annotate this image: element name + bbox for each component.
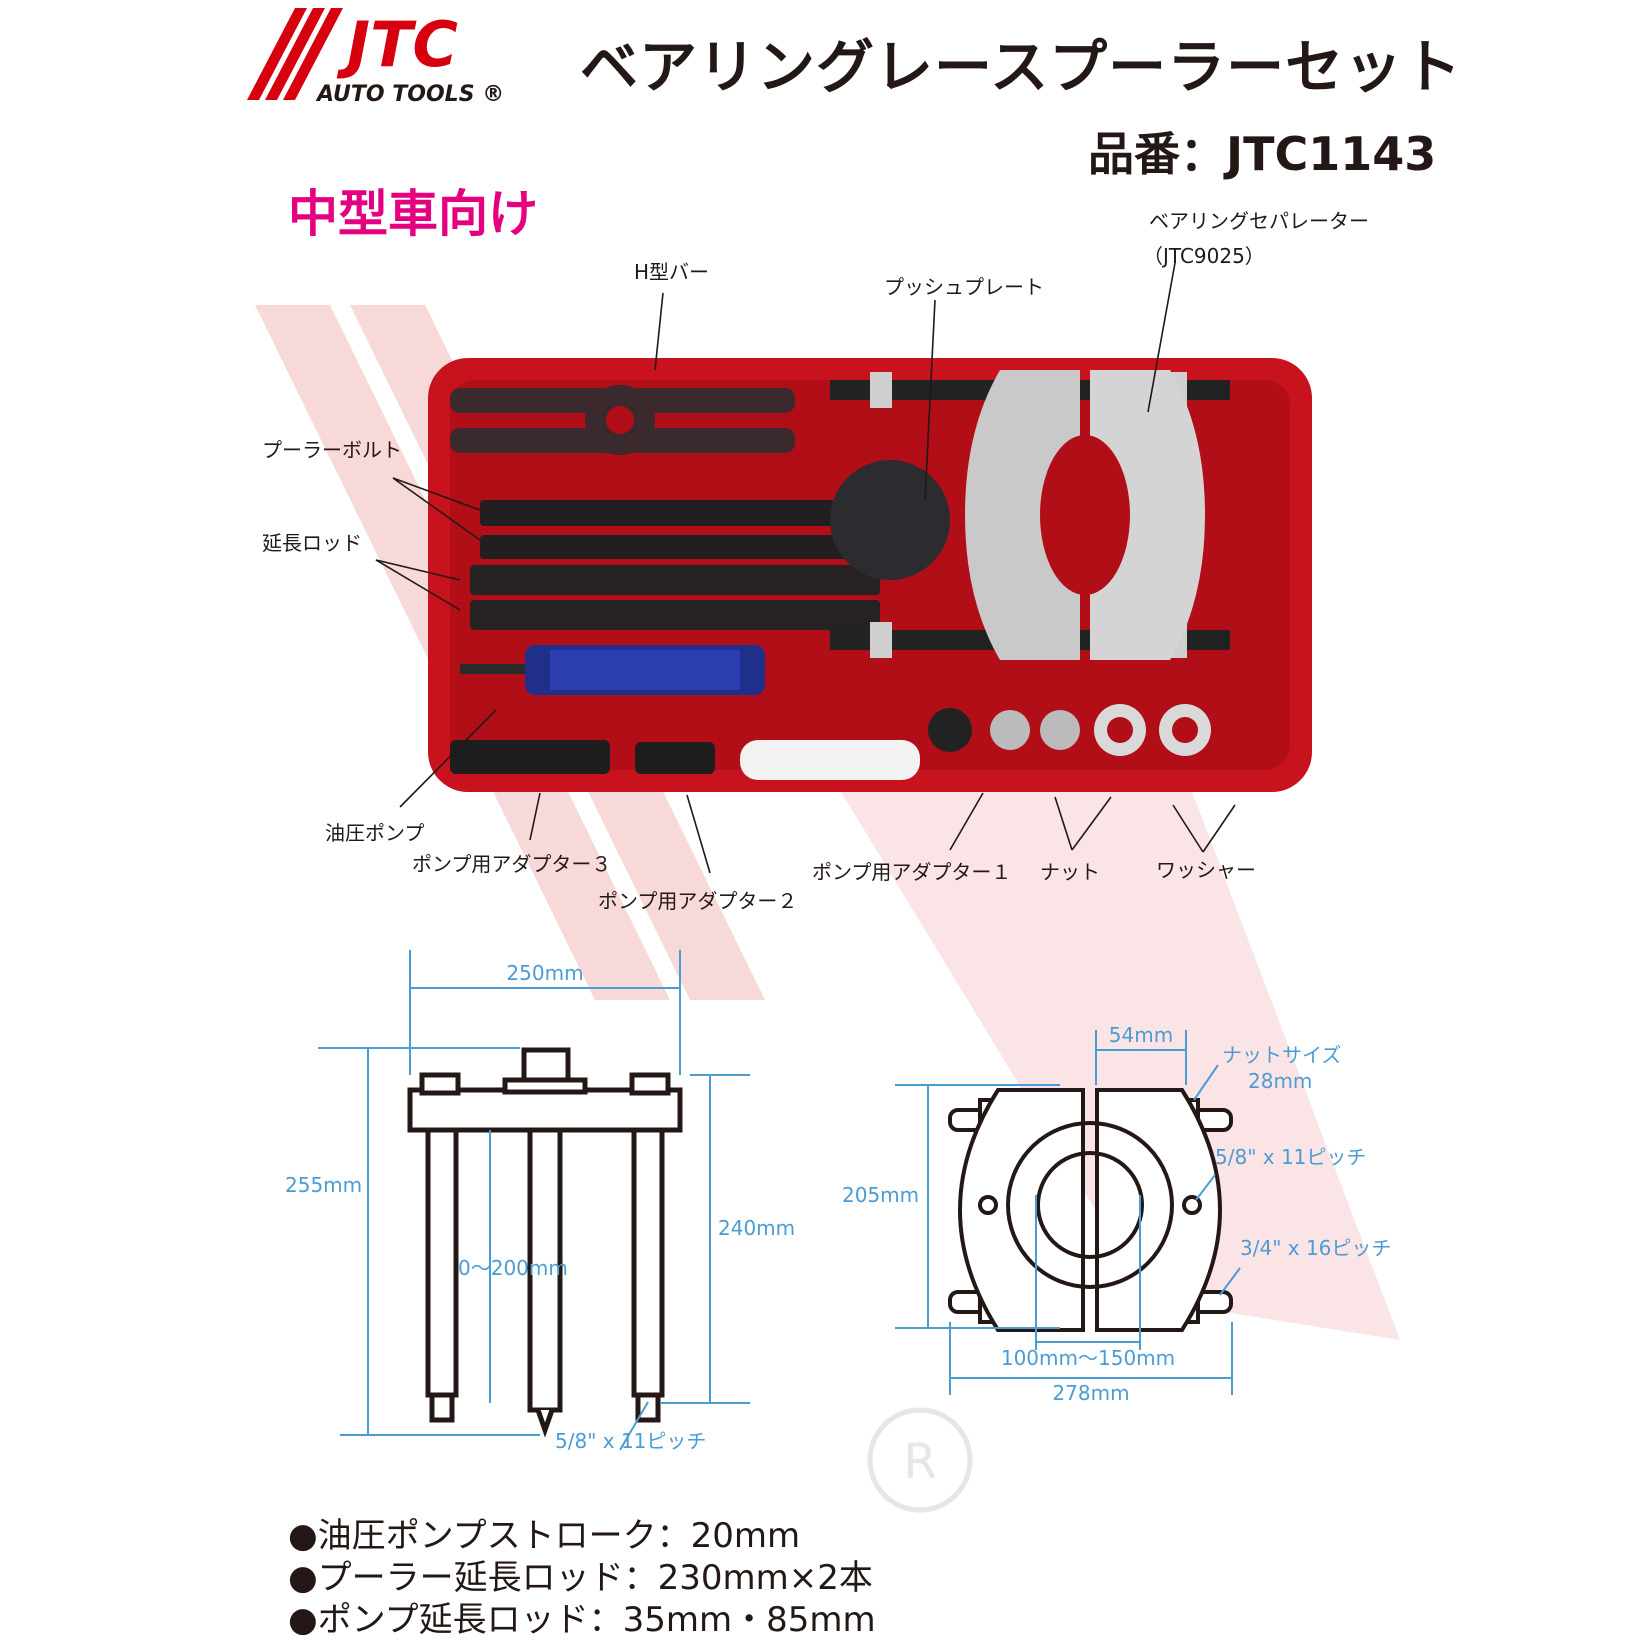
dim-nut-size: 28mm (1248, 1069, 1312, 1093)
spec-pump-extension-rod: ●ポンプ延長ロッド：35mm・85mm (288, 1600, 876, 1640)
label-pump-adapter-2: ポンプ用アダプター２ (598, 889, 798, 913)
dimension-drawings: 250mm 255mm 240mm 0～200mm 5/8" x 11ピッチ (285, 950, 1391, 1453)
dim-separator-width: 278mm (1052, 1381, 1129, 1405)
svg-text:AUTO TOOLS ®: AUTO TOOLS ® (315, 82, 502, 107)
label-hydraulic-pump: 油圧ポンプ (325, 821, 425, 845)
dim-puller-thread: 5/8" x 11ピッチ (555, 1429, 706, 1453)
svg-text:R: R (903, 1434, 936, 1490)
puller-drawing (407, 1047, 683, 1438)
label-separator-code: （JTC9025） (1143, 244, 1265, 268)
page-title: ベアリングレースプーラーセット (580, 33, 1463, 101)
separator-drawing (948, 1088, 1233, 1332)
dim-puller-height-bar: 240mm (718, 1216, 795, 1240)
dim-separator-range: 100mm～150mm (1001, 1346, 1175, 1370)
label-nut: ナット (1040, 860, 1100, 884)
dim-separator-thread-1: 5/8" x 11ピッチ (1215, 1145, 1366, 1169)
dim-nut-size-label: ナットサイズ (1222, 1043, 1341, 1067)
label-washer: ワッシャー (1156, 858, 1256, 882)
label-h-bar: H型バー (634, 260, 710, 284)
svg-text:JTC: JTC (336, 8, 458, 81)
jtc-logo: JTC AUTO TOOLS ® (247, 8, 502, 107)
label-push-plate: プッシュプレート (884, 275, 1044, 299)
label-pump-adapter-1: ポンプ用アダプター１ (812, 860, 1012, 884)
spec-pump-stroke: ●油圧ポンプストローク：20mm (288, 1516, 801, 1556)
dim-separator-thread-2: 3/4" x 16ピッチ (1240, 1236, 1391, 1260)
dim-puller-width: 250mm (506, 961, 583, 985)
label-bearing-separator: ベアリングセパレーター (1149, 209, 1369, 233)
dim-puller-height-total: 255mm (285, 1173, 362, 1197)
label-extension-rod: 延長ロッド (262, 531, 362, 555)
dim-puller-stroke: 0～200mm (458, 1256, 568, 1280)
vehicle-class-subtitle: 中型車向け (288, 185, 538, 243)
spec-puller-extension-rod: ●プーラー延長ロッド：230mm×2本 (288, 1558, 873, 1598)
dim-separator-top-width: 54mm (1109, 1023, 1173, 1047)
part-leader-lines (375, 262, 1236, 874)
label-pump-adapter-3: ポンプ用アダプター３ (412, 852, 612, 876)
label-puller-bolt: プーラーボルト (262, 438, 402, 462)
tool-case-photo (428, 358, 1312, 792)
dim-separator-height: 205mm (842, 1183, 919, 1207)
spec-list: ●油圧ポンプストローク：20mm ●プーラー延長ロッド：230mm×2本 ●ポン… (288, 1515, 876, 1641)
part-number: 品番：JTC1143 (1088, 127, 1437, 181)
